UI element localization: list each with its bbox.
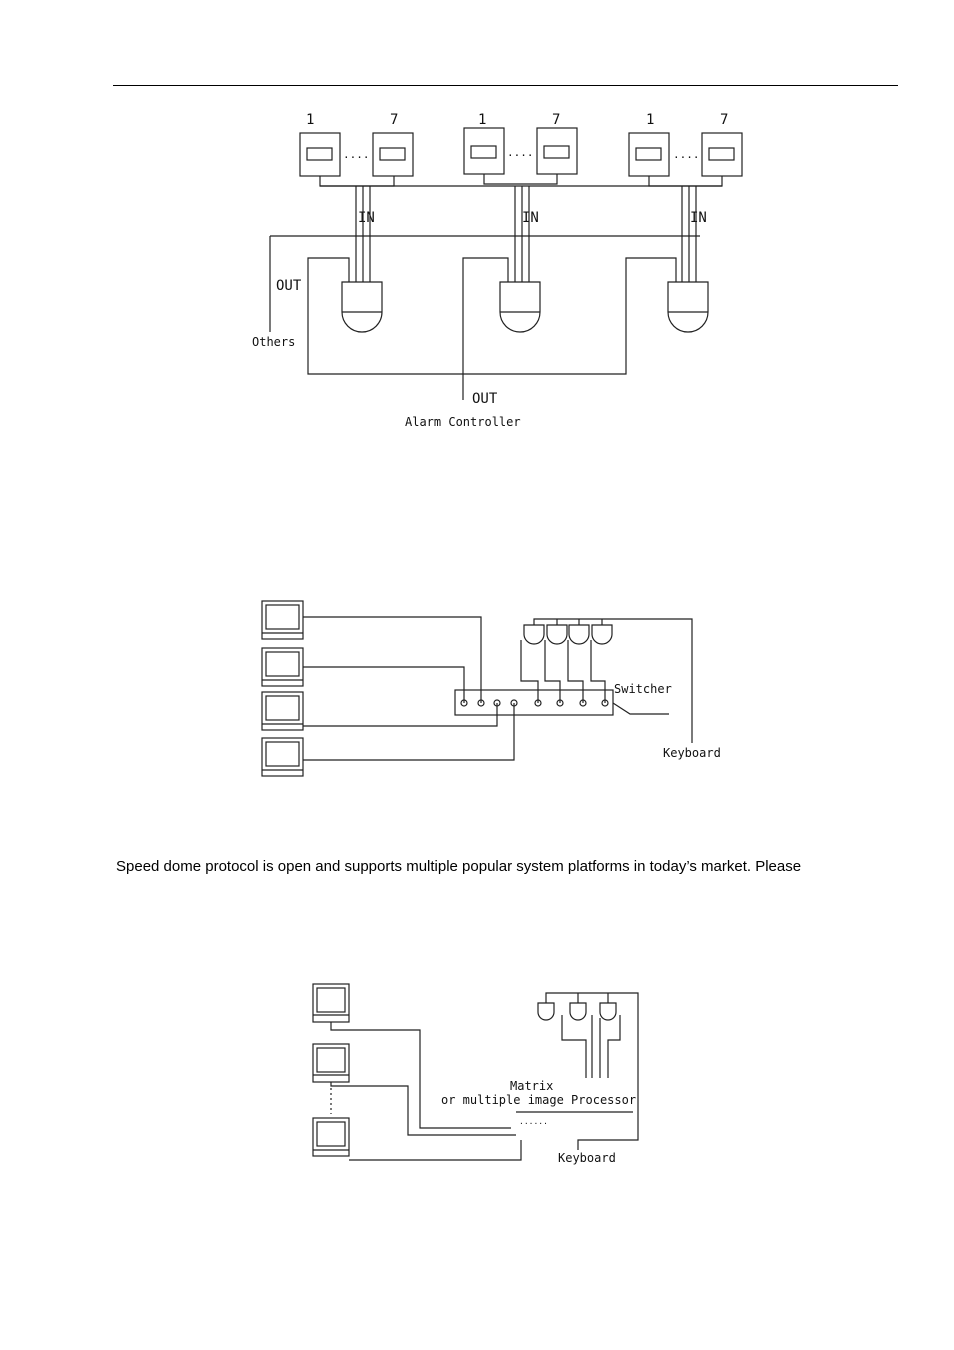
- switcher-label: Switcher: [614, 682, 672, 696]
- keyboard-label: Keyboard: [558, 1151, 616, 1165]
- speed-dome: [667, 281, 709, 333]
- processor-label: or multiple image Processor: [441, 1093, 636, 1107]
- monitor: [261, 691, 304, 731]
- speed-dome: [499, 281, 541, 333]
- alarm-diagram: 1 7 .... 1 7 .... 1 7 ....: [252, 112, 743, 429]
- ellipsis: ....: [343, 148, 370, 161]
- group-label-last: 7: [552, 112, 560, 128]
- monitor: [312, 1117, 350, 1157]
- dome-camera: [591, 624, 613, 645]
- monitor: [312, 1043, 350, 1083]
- group-label-last: 7: [390, 112, 398, 128]
- dome-camera: [568, 624, 590, 645]
- switcher-diagram: Switcher Keyboard: [261, 600, 721, 777]
- group-label-last: 7: [720, 112, 728, 128]
- others-label: Others: [252, 335, 295, 349]
- alarm-input-group: 1 7 ....: [628, 112, 743, 187]
- monitor: [261, 737, 304, 777]
- dome-camera: [569, 1002, 587, 1021]
- alarm-controller-label: Alarm Controller: [405, 415, 521, 429]
- dome-camera: [537, 1002, 555, 1021]
- group-label-first: 1: [646, 112, 654, 128]
- matrix-diagram: ...... Matrix or multiple image Processo…: [312, 983, 639, 1165]
- speed-dome: [341, 281, 383, 333]
- group-label-first: 1: [306, 112, 314, 128]
- matrix-label: Matrix: [510, 1079, 553, 1093]
- alarm-input-group: 1 7 ....: [299, 112, 414, 187]
- monitor: [261, 600, 304, 640]
- in-label: IN: [358, 210, 375, 226]
- header-rule: [113, 85, 898, 86]
- monitor: [261, 647, 304, 687]
- alarm-input-group: 1 7 ....: [463, 112, 578, 185]
- dome-camera: [523, 624, 545, 645]
- dome-camera: [546, 624, 568, 645]
- keyboard-label: Keyboard: [663, 746, 721, 760]
- monitor: [312, 983, 350, 1023]
- dots-label: ......: [519, 1117, 548, 1126]
- in-label: IN: [522, 210, 539, 226]
- ellipsis: ....: [673, 148, 700, 161]
- alarm-input-device: [463, 127, 505, 175]
- out-label: OUT: [472, 391, 498, 407]
- dome-camera: [599, 1002, 617, 1021]
- ellipsis: ....: [507, 146, 534, 159]
- in-label: IN: [690, 210, 707, 226]
- group-label-first: 1: [478, 112, 486, 128]
- out-label: OUT: [276, 278, 302, 294]
- body-paragraph: Speed dome protocol is open and supports…: [116, 858, 802, 875]
